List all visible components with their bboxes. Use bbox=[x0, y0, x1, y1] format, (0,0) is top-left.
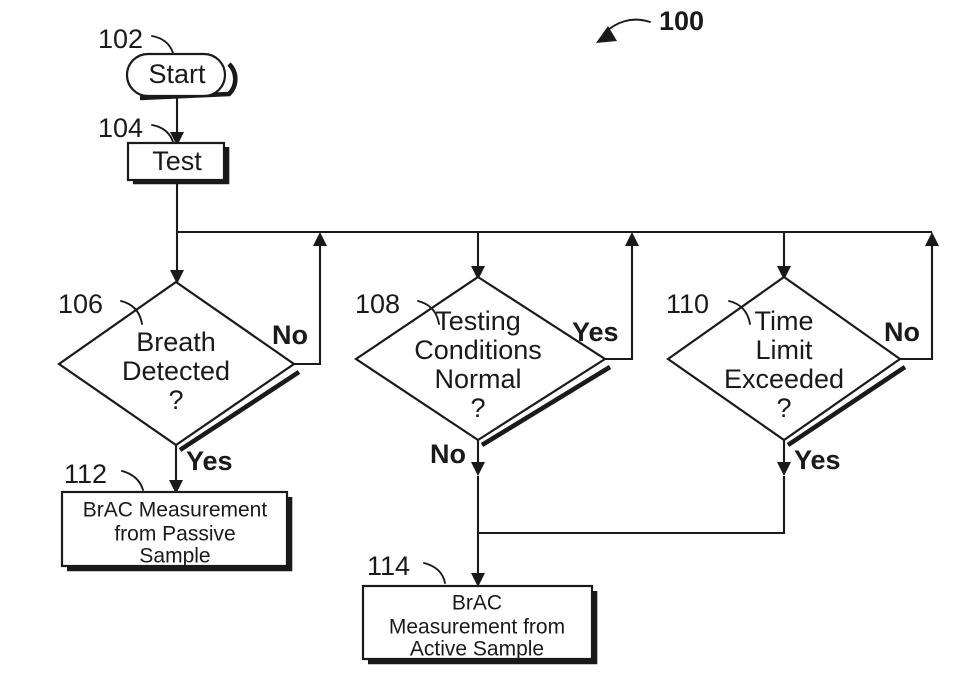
branch-d106-no-arrow bbox=[313, 232, 327, 246]
test-shape-fill bbox=[128, 143, 224, 180]
branch-d110-no-label: No bbox=[884, 317, 920, 347]
branch-d108-yes-line bbox=[605, 244, 634, 361]
testing-conditions-line1: Testing bbox=[435, 306, 521, 336]
node-passive-result: BrAC Measurement from Passive Sample bbox=[60, 490, 293, 572]
ref-108-leader-line bbox=[417, 300, 440, 325]
active-result-line1: BrAC bbox=[452, 592, 502, 615]
branch-d108-yes: Yes bbox=[572, 232, 639, 361]
testing-conditions-line2: Conditions bbox=[414, 335, 542, 365]
ref-number-106: 106 bbox=[58, 289, 103, 319]
branch-d108-yes-arrow bbox=[625, 232, 639, 246]
start-shadow bbox=[139, 62, 238, 101]
ref-106-leader-line bbox=[120, 300, 143, 325]
test-label: Test bbox=[152, 146, 202, 176]
connector-start-to-test bbox=[170, 96, 184, 146]
testing-conditions-line4: ? bbox=[470, 393, 485, 423]
active-result-line3: Active Sample bbox=[410, 638, 544, 661]
node-time-limit: Time Limit Exceeded ? bbox=[666, 275, 907, 447]
figure-number-arrow-head bbox=[596, 26, 617, 43]
branch-d110-yes-merge-line bbox=[478, 476, 786, 535]
branch-d106-no-label: No bbox=[272, 320, 308, 350]
branch-d108-no-label: No bbox=[430, 439, 466, 469]
connector-bus-to-d108 bbox=[471, 232, 485, 280]
ref-number-110: 110 bbox=[666, 289, 709, 319]
breath-detected-line1: Breath bbox=[136, 327, 216, 357]
ref-112-callout: 112 bbox=[64, 459, 144, 491]
ref-102-leader-line bbox=[151, 35, 174, 54]
node-testing-conditions: Testing Conditions Normal ? bbox=[354, 275, 612, 447]
figure-number-callout: 100 bbox=[596, 6, 704, 43]
time-limit-line3: Exceeded bbox=[724, 364, 844, 394]
breath-detected-line3: ? bbox=[168, 385, 183, 415]
time-limit-line1: Time bbox=[755, 306, 814, 336]
branch-d110-yes-arrow bbox=[777, 462, 791, 476]
ref-104-callout: 104 bbox=[98, 113, 174, 143]
ref-106-callout: 106 bbox=[58, 289, 143, 325]
branch-d106-yes: Yes bbox=[169, 445, 233, 494]
loopback-bus bbox=[175, 180, 932, 234]
start-shape-fill bbox=[127, 54, 225, 96]
ref-number-108: 108 bbox=[355, 289, 400, 319]
connector-bus-to-d106 bbox=[170, 232, 184, 284]
ref-number-102: 102 bbox=[98, 24, 143, 54]
branch-d110-no-arrow bbox=[925, 232, 939, 246]
active-result-line2: Measurement from bbox=[389, 616, 565, 639]
ref-number-114: 114 bbox=[367, 551, 410, 581]
node-start: Start bbox=[125, 52, 238, 101]
ref-number-112: 112 bbox=[64, 459, 107, 489]
breath-detected-shadow bbox=[178, 370, 301, 452]
node-active-result: BrAC Measurement from Active Sample bbox=[361, 584, 598, 665]
start-label: Start bbox=[148, 59, 206, 89]
branch-d106-no-line bbox=[294, 244, 322, 366]
time-limit-shadow bbox=[786, 365, 907, 447]
ref-114-leader-line bbox=[423, 562, 446, 584]
ref-108-callout: 108 bbox=[355, 289, 440, 325]
ref-114-callout: 114 bbox=[367, 551, 446, 584]
branch-d108-no-arrow-upper bbox=[471, 462, 485, 476]
passive-result-shape-fill bbox=[62, 492, 287, 566]
branch-d110-no: No bbox=[884, 232, 939, 361]
branch-d110-yes-label: Yes bbox=[794, 445, 841, 475]
passive-result-line3: Sample bbox=[139, 545, 210, 568]
figure-number-label: 100 bbox=[659, 6, 704, 36]
testing-conditions-line3: Normal bbox=[434, 364, 521, 394]
connector-bus-to-d108-arrow bbox=[471, 266, 485, 280]
branch-d106-yes-label: Yes bbox=[186, 446, 233, 476]
passive-result-line2: from Passive bbox=[114, 523, 235, 546]
branch-d106-no: No bbox=[272, 232, 327, 366]
passive-result-line1: BrAC Measurement bbox=[83, 499, 268, 522]
connector-bus-to-d110-arrow bbox=[777, 266, 791, 280]
active-result-shape-outline bbox=[361, 584, 594, 661]
time-limit-line2: Limit bbox=[755, 335, 813, 365]
ref-110-leader-line bbox=[728, 300, 751, 325]
passive-result-shape-outline bbox=[60, 490, 289, 568]
branch-d108-no-arrow-lower bbox=[471, 573, 485, 587]
branch-d110-no-line bbox=[900, 244, 934, 361]
active-result-shape-fill bbox=[363, 586, 592, 659]
test-shadow bbox=[133, 147, 230, 185]
ref-number-104: 104 bbox=[98, 113, 143, 143]
node-test: Test bbox=[126, 141, 230, 185]
testing-conditions-shadow bbox=[480, 365, 612, 447]
ref-102-callout: 102 bbox=[98, 24, 174, 54]
branch-d108-no: No bbox=[430, 439, 485, 587]
branch-d110-yes: Yes bbox=[478, 440, 841, 535]
connector-start-to-test-arrow bbox=[170, 132, 184, 146]
connector-bus-to-d110 bbox=[777, 232, 791, 280]
time-limit-line4: ? bbox=[776, 393, 791, 423]
active-result-shadow bbox=[368, 591, 598, 665]
ref-112-leader-line bbox=[121, 470, 144, 491]
passive-result-shadow bbox=[67, 497, 293, 572]
ref-110-callout: 110 bbox=[666, 289, 751, 325]
branch-d108-yes-label: Yes bbox=[572, 317, 619, 347]
branch-d106-yes-arrow bbox=[169, 480, 183, 494]
ref-104-leader-line bbox=[151, 124, 174, 143]
breath-detected-line2: Detected bbox=[122, 356, 230, 386]
connector-bus-to-d106-arrow bbox=[170, 270, 184, 284]
